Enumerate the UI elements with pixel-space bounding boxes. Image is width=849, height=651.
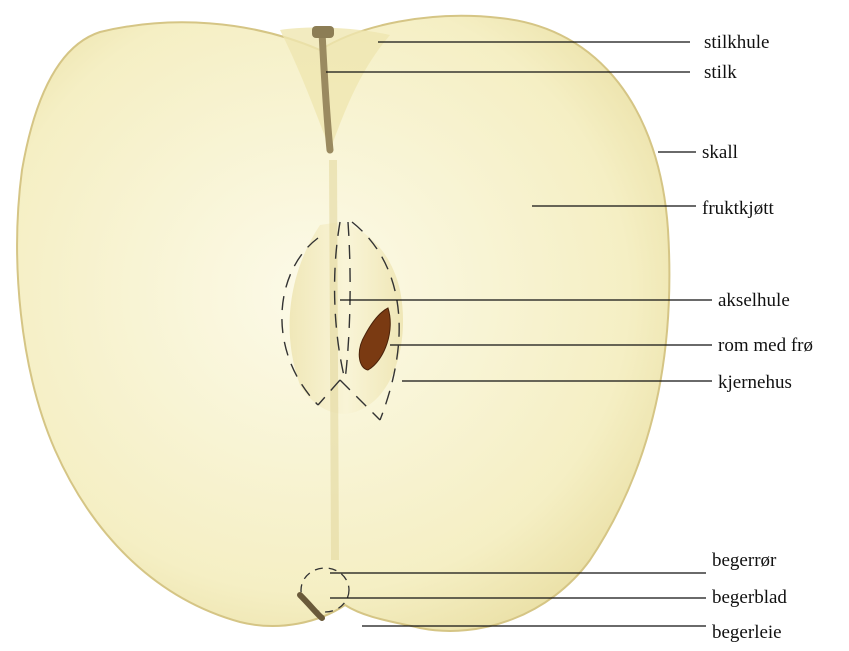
label-fruktkjott: fruktkjøtt xyxy=(702,198,774,219)
core-axis xyxy=(333,160,335,560)
label-kjernehus: kjernehus xyxy=(718,372,792,393)
label-stilk: stilk xyxy=(704,62,737,83)
label-akselhule: akselhule xyxy=(718,290,790,311)
label-begerror: begerrør xyxy=(712,550,777,571)
label-begerleie: begerleie xyxy=(712,622,782,643)
label-rom-med-fro: rom med frø xyxy=(718,335,813,356)
label-stilkhule: stilkhule xyxy=(704,32,769,53)
label-skall: skall xyxy=(702,142,738,163)
stem-top xyxy=(312,26,334,38)
label-begerblad: begerblad xyxy=(712,587,787,608)
